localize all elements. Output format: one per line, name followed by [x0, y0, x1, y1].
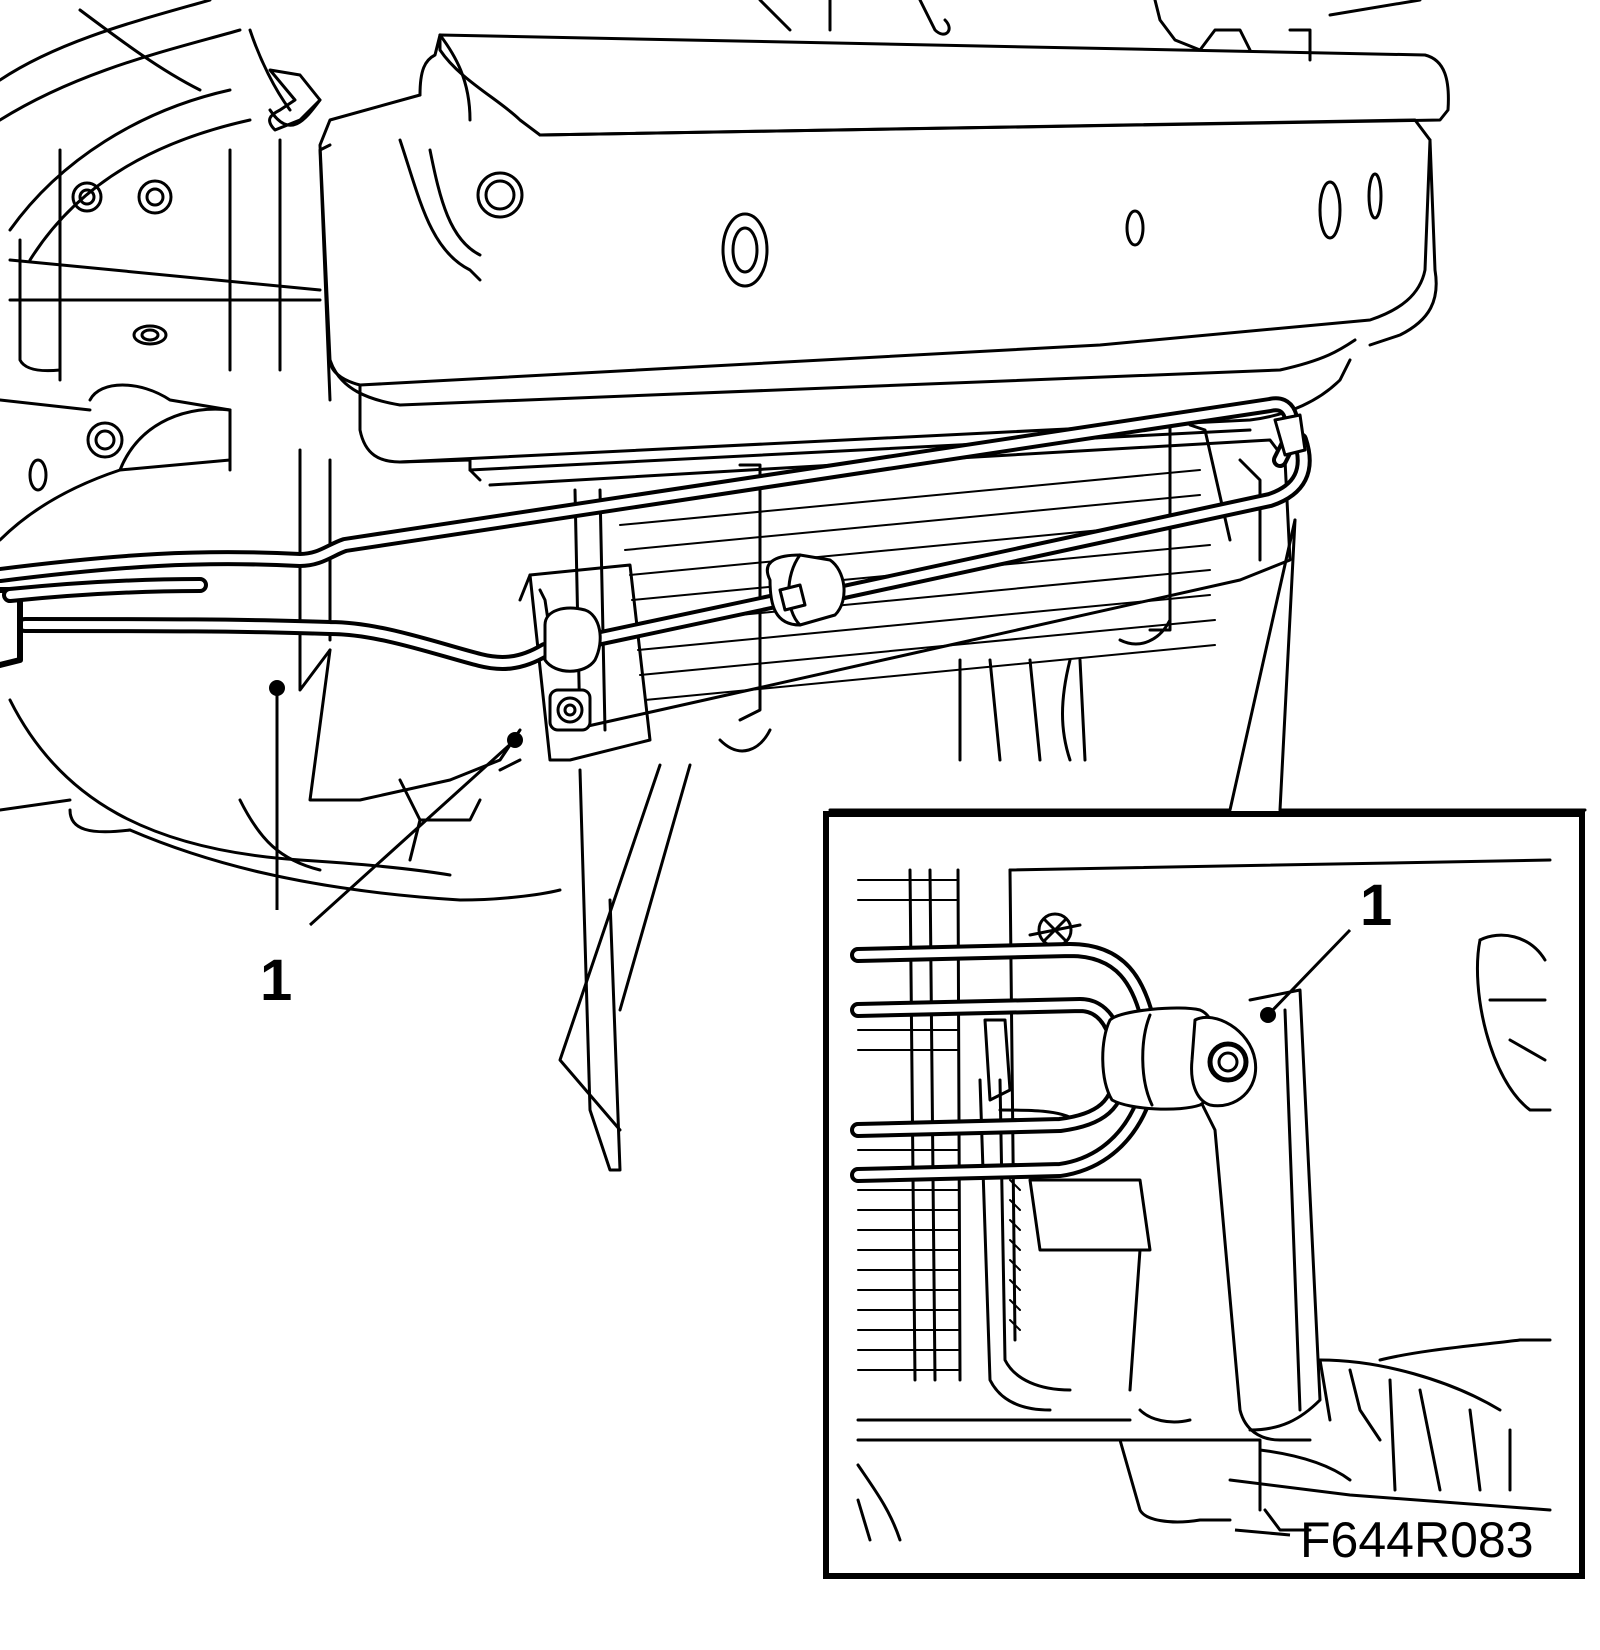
inset-frame — [823, 811, 1585, 1579]
oil-cooler — [488, 423, 1292, 762]
callout-main: 1 — [260, 680, 523, 1013]
vehicle-body-left — [0, 0, 562, 902]
figcode-tick — [1234, 1528, 1291, 1537]
callout-label-inset: 1 — [1360, 873, 1392, 938]
detail-inset: 1 F644R083 — [823, 811, 1585, 1579]
figure-code: F644R083 — [1300, 1512, 1534, 1568]
leader-line-b — [308, 738, 517, 927]
lower-mounts — [308, 648, 1087, 1172]
detail-leader — [828, 518, 1587, 812]
oil-pipes — [0, 396, 1312, 732]
callout-label-main: 1 — [260, 948, 292, 1013]
bumper-beam — [298, 0, 1450, 692]
inset-leader-line — [1266, 928, 1352, 1017]
